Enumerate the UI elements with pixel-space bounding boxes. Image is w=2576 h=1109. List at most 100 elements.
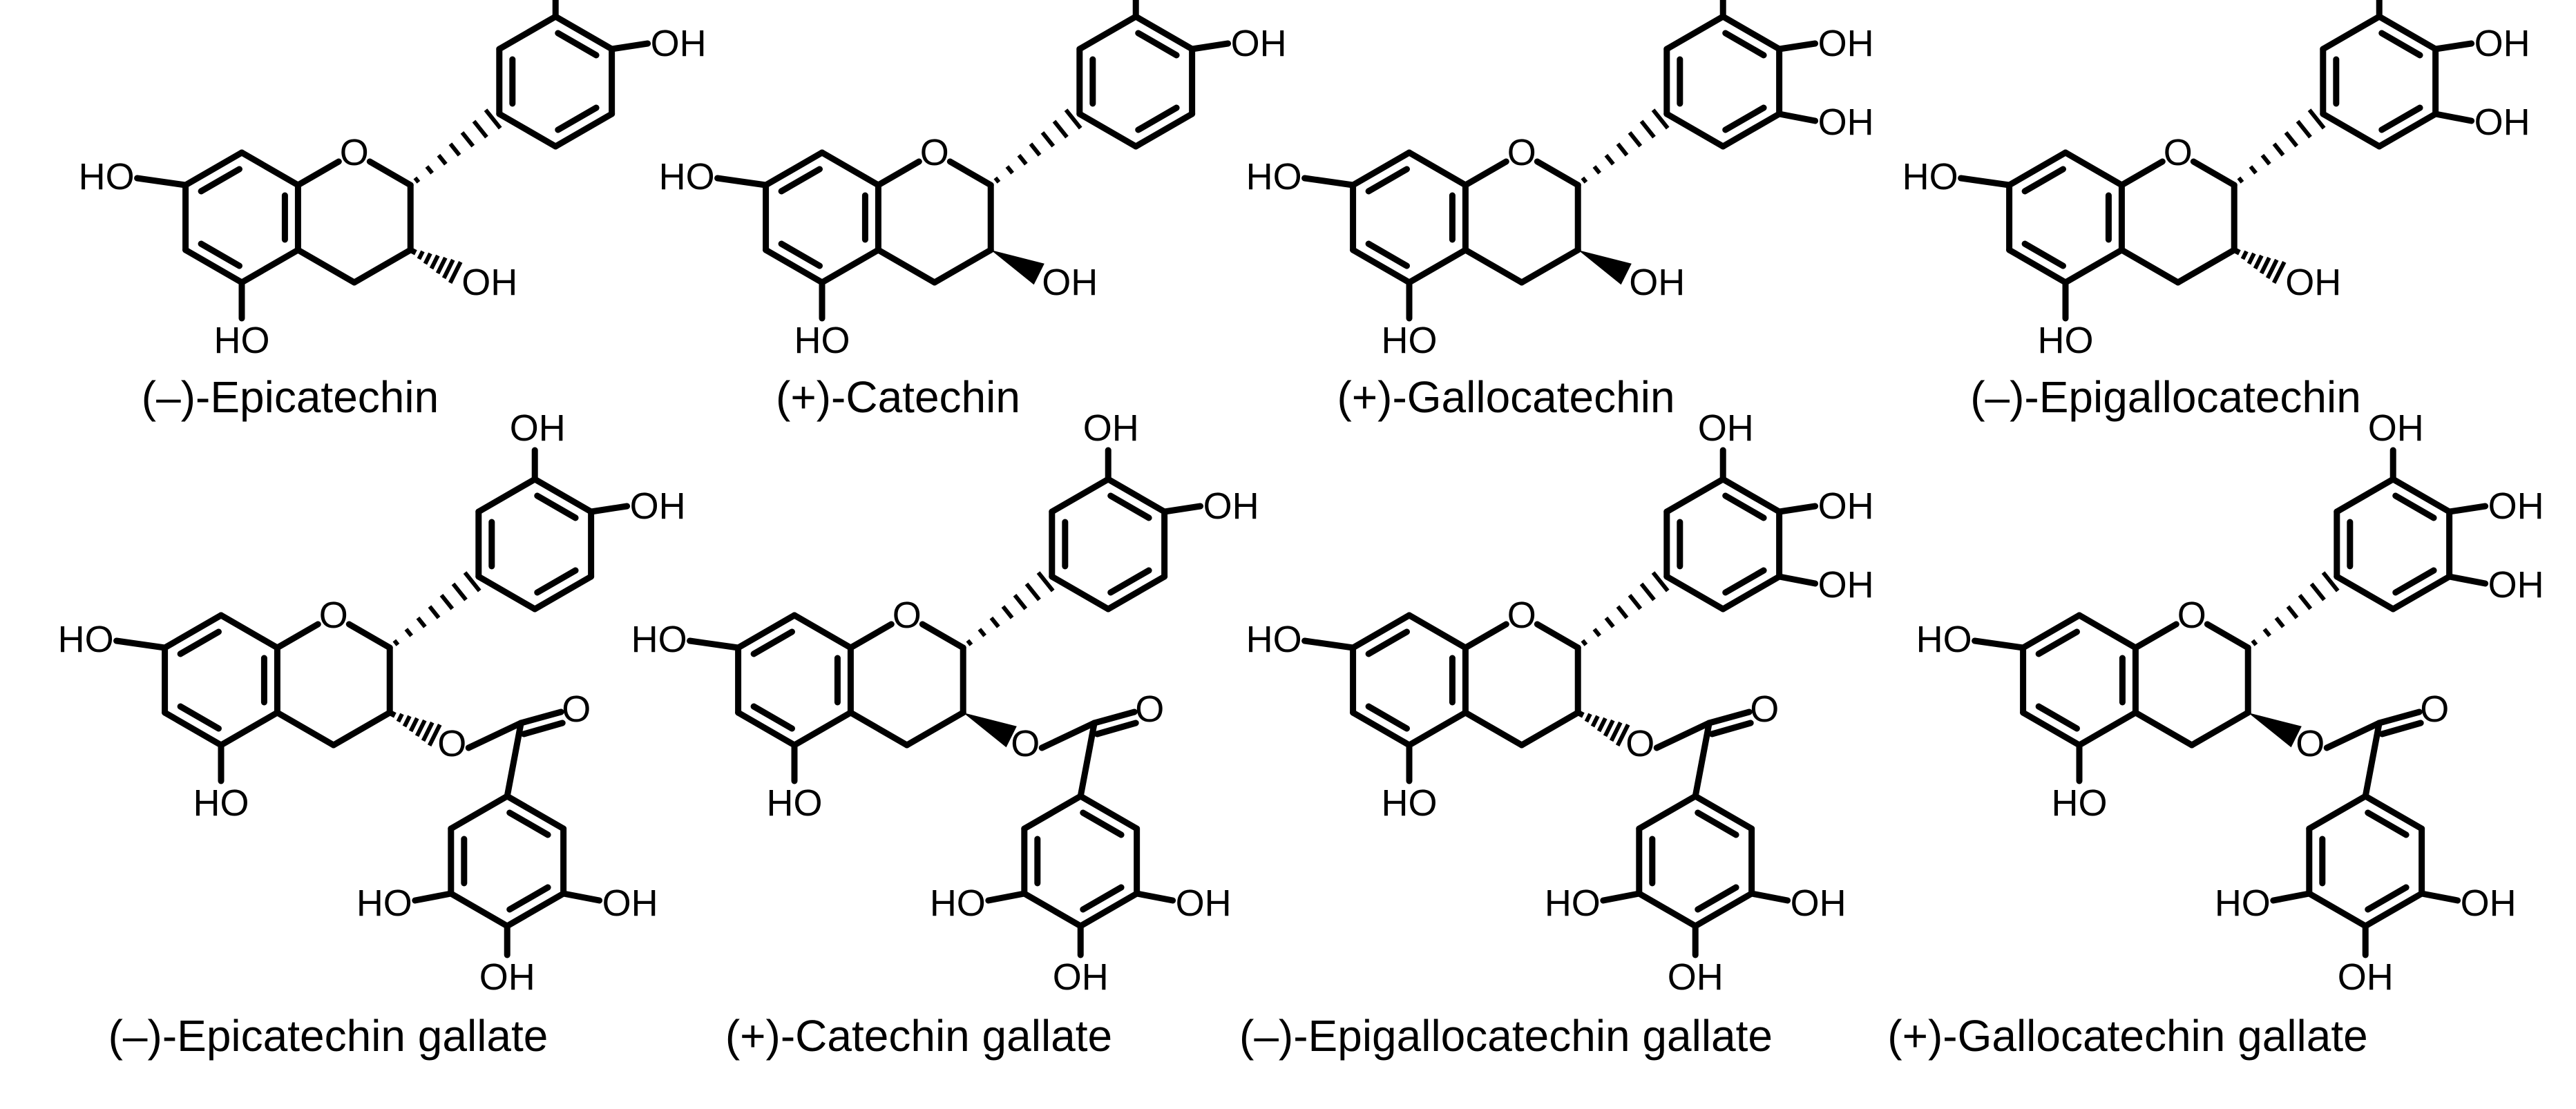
bond (1021, 890, 1084, 929)
double-bond-inner-line (1722, 492, 1767, 521)
double-bond-inner-line (555, 104, 600, 133)
double-bond-inner-line (2365, 809, 2410, 838)
bond (182, 247, 245, 286)
c2-hashed-bond (392, 571, 481, 646)
galloyl-hydroxyl-right-label: OH (1176, 883, 1232, 924)
double-bond-inner-line (1135, 104, 1180, 133)
double-bond-inner-line (1695, 884, 1739, 913)
ester-oxygen-label: O (1625, 723, 1654, 764)
double-bond-inner-line (2035, 703, 2080, 732)
galloyl-hydroxyl-right-label: OH (2461, 883, 2517, 924)
galloyl-hydroxyl-left-label: HO (356, 883, 412, 924)
bond (1350, 612, 1413, 651)
double-bond-inner-line (1365, 628, 1410, 657)
ring-oxygen-label: O (2177, 595, 2206, 636)
c5-hydroxyl-label: HO (2052, 782, 2108, 824)
bond (904, 709, 966, 749)
ring-b-benzene (1663, 13, 1783, 150)
c4prime-hydroxyl-label: OH (651, 23, 707, 64)
compound-name-label: (+)-Catechin (776, 372, 1020, 422)
bond (946, 158, 994, 189)
bond (496, 110, 559, 150)
bond (496, 13, 559, 52)
ring-oxygen-label: O (1507, 595, 1536, 636)
bond (1706, 708, 1753, 726)
c5-hydroxyl-label: HO (767, 782, 823, 824)
bond (1636, 890, 1699, 929)
bond (274, 709, 337, 749)
galloyl-hydroxyl-left-label: HO (2215, 883, 2271, 924)
double-bond-inner-line (778, 240, 823, 269)
bond (1663, 110, 1726, 150)
carbonyl-oxygen-label: O (1750, 688, 1779, 730)
double-bond-inner-line (1135, 30, 1180, 59)
ring-b-benzene (496, 13, 616, 150)
ring-c-pyran (2118, 158, 2238, 286)
compound-name-label: (–)-Epigallocatechin (1970, 372, 2361, 422)
double-bond-inner-line (1080, 884, 1125, 913)
double-bond-inner-line (1722, 567, 1767, 596)
bond (2446, 503, 2489, 515)
bond (274, 621, 321, 651)
bond (819, 247, 881, 286)
bond (504, 890, 567, 929)
ring-b-benzene (1049, 476, 1168, 613)
bond (1462, 709, 1525, 749)
double-bond-inner-line (2021, 166, 2066, 195)
double-bond-inner-line (2392, 492, 2437, 521)
c4prime-hydroxyl-label: OH (2488, 485, 2544, 527)
c5prime-hydroxyl-label: OH (2488, 564, 2544, 606)
bond (2306, 890, 2369, 929)
bond (560, 890, 603, 904)
c5-hydroxyl-label: HO (214, 320, 270, 361)
bond (2118, 247, 2182, 286)
bond (504, 720, 524, 800)
bond (1105, 573, 1168, 613)
bond (2389, 573, 2453, 613)
bond (448, 793, 511, 832)
bond (1076, 110, 1139, 150)
double-bond-inner-line (1365, 240, 1410, 269)
double-bond-inner-line (750, 703, 795, 732)
bond (182, 149, 245, 189)
bond (2376, 708, 2423, 726)
compound-structure: OHOHOOHOHOHOH (1902, 0, 2530, 361)
double-bond-inner-line (198, 166, 242, 195)
double-bond-inner-line (177, 628, 222, 657)
c3prime-hydroxyl-label: OH (510, 407, 566, 449)
compound-name-label: (+)-Gallocatechin gallate (1887, 1011, 2367, 1061)
compound-name-label: (+)-Gallocatechin (1337, 372, 1675, 422)
ring-b-benzene (475, 476, 595, 613)
bond (1049, 573, 1112, 613)
carbonyl-oxygen-label: O (562, 688, 591, 730)
bond (1719, 110, 1783, 150)
bond (2020, 612, 2083, 651)
bond (875, 247, 938, 286)
double-bond-inner-line (177, 703, 222, 732)
bond (412, 890, 455, 904)
c2-hashed-bond (2237, 108, 2326, 184)
bond (1406, 149, 1469, 189)
bond (238, 247, 301, 286)
bond (1776, 110, 1819, 124)
c2-hashed-bond (1581, 571, 1670, 646)
bond (2320, 110, 2383, 150)
bond (2389, 476, 2453, 515)
c4prime-hydroxyl-label: OH (1818, 485, 1874, 527)
ring-c-pyran (2132, 621, 2251, 749)
ring-c-pyran (1462, 621, 1581, 749)
bond (875, 158, 922, 189)
ring-a-benzene (2020, 612, 2139, 749)
galloyl-ring (1021, 793, 1141, 929)
bond (2320, 13, 2383, 52)
bond (1091, 708, 1138, 726)
bond (735, 709, 798, 749)
bond (162, 612, 225, 651)
bond (763, 149, 826, 189)
bond (134, 175, 189, 189)
double-bond-inner-line (506, 809, 551, 838)
bond (1719, 476, 1783, 515)
galloyl-hydroxyl-bottom-label: OH (1668, 956, 1724, 998)
